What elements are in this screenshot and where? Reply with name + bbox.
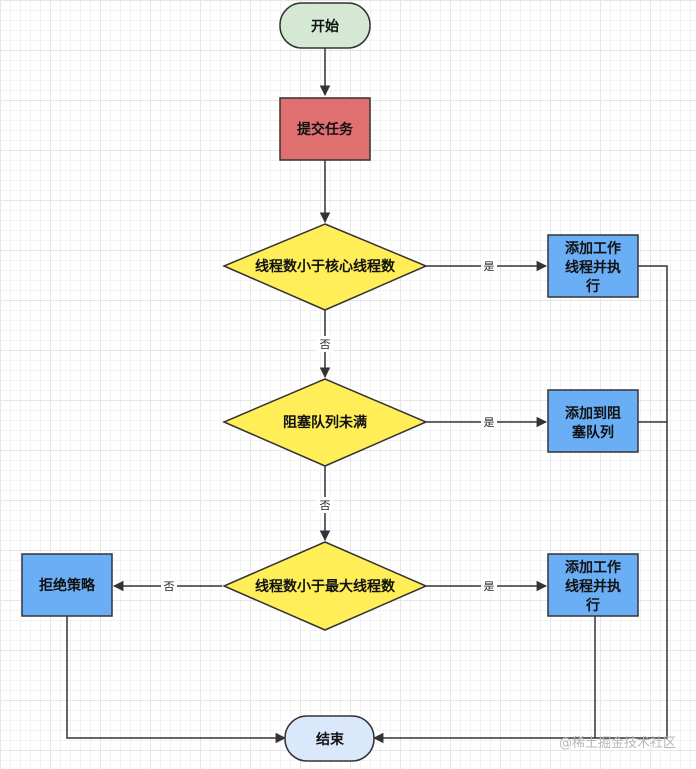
action-add-core-worker: 添加工作 线程并执 行 bbox=[547, 234, 639, 298]
decision-max-threads: 线程数小于最大线程数 bbox=[222, 541, 428, 631]
node-end-label: 结束 bbox=[316, 731, 345, 748]
action-add-max-worker-line-1: 添加工作 bbox=[565, 559, 621, 576]
action-add-to-queue: 添加到阻 塞队列 bbox=[547, 389, 639, 453]
action-add-to-queue-line-2: 塞队列 bbox=[572, 424, 614, 441]
action-reject-policy: 拒绝策略 bbox=[21, 553, 113, 617]
action-add-core-worker-line-1: 添加工作 bbox=[565, 240, 621, 257]
label-no-core: 否 bbox=[320, 338, 331, 351]
label-yes-max: 是 bbox=[484, 580, 495, 593]
decision-core-threads-label: 线程数小于核心线程数 bbox=[255, 258, 396, 275]
action-add-max-worker-line-3: 行 bbox=[585, 597, 600, 614]
label-no-max: 否 bbox=[164, 580, 175, 593]
node-start-label: 开始 bbox=[311, 18, 339, 35]
label-no-queue: 否 bbox=[320, 499, 331, 512]
label-yes-core: 是 bbox=[484, 260, 495, 273]
label-yes-queue: 是 bbox=[484, 416, 495, 429]
action-add-max-worker: 添加工作 线程并执 行 bbox=[547, 553, 639, 617]
decision-max-threads-label: 线程数小于最大线程数 bbox=[255, 578, 396, 595]
node-start: 开始 bbox=[279, 2, 371, 49]
edge-add-core-to-end bbox=[372, 265, 668, 744]
watermark: @稀土掘金技术社区 bbox=[559, 735, 676, 751]
action-add-core-worker-line-2: 线程并执 bbox=[565, 259, 621, 276]
node-submit-task: 提交任务 bbox=[279, 97, 371, 161]
edge-labels: 是 否 是 否 是 否 bbox=[161, 258, 497, 594]
action-add-to-queue-line-1: 添加到阻 bbox=[565, 405, 621, 422]
decision-queue-not-full-label: 阻塞队列未满 bbox=[283, 414, 367, 431]
action-add-max-worker-line-2: 线程并执 bbox=[565, 578, 621, 595]
action-reject-policy-label: 拒绝策略 bbox=[39, 577, 96, 594]
decision-queue-not-full: 阻塞队列未满 bbox=[222, 378, 428, 467]
node-end: 结束 bbox=[284, 715, 375, 762]
decision-core-threads: 线程数小于核心线程数 bbox=[222, 223, 428, 311]
edge-reject-to-end bbox=[66, 616, 287, 744]
node-submit-task-label: 提交任务 bbox=[297, 121, 354, 138]
action-add-core-worker-line-3: 行 bbox=[585, 278, 600, 295]
